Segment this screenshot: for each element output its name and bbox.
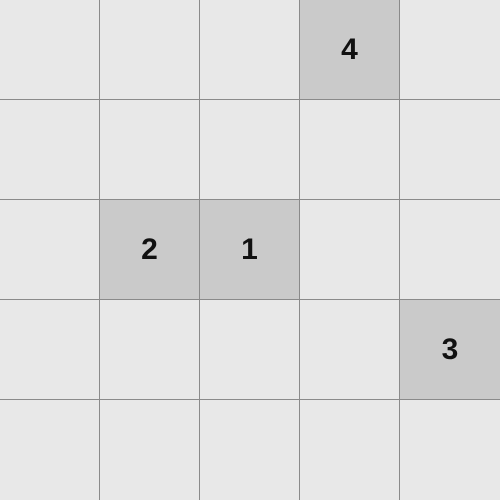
empty-cell[interactable] — [0, 0, 100, 100]
numbered-tile[interactable]: 3 — [400, 300, 500, 400]
empty-cell[interactable] — [200, 400, 300, 500]
numbered-tile[interactable]: 1 — [200, 200, 300, 300]
empty-cell[interactable] — [400, 100, 500, 200]
empty-cell[interactable] — [0, 300, 100, 400]
empty-cell[interactable] — [200, 100, 300, 200]
empty-cell[interactable] — [300, 300, 400, 400]
empty-cell[interactable] — [300, 100, 400, 200]
empty-cell[interactable] — [100, 300, 200, 400]
empty-cell[interactable] — [300, 400, 400, 500]
empty-cell[interactable] — [200, 0, 300, 100]
empty-cell[interactable] — [300, 200, 400, 300]
empty-cell[interactable] — [400, 200, 500, 300]
numbered-tile[interactable]: 4 — [300, 0, 400, 100]
empty-cell[interactable] — [200, 300, 300, 400]
empty-cell[interactable] — [400, 400, 500, 500]
numbered-tile[interactable]: 2 — [100, 200, 200, 300]
empty-cell[interactable] — [100, 100, 200, 200]
empty-cell[interactable] — [400, 0, 500, 100]
empty-cell[interactable] — [0, 100, 100, 200]
empty-cell[interactable] — [100, 0, 200, 100]
empty-cell[interactable] — [0, 400, 100, 500]
empty-cell[interactable] — [0, 200, 100, 300]
empty-cell[interactable] — [100, 400, 200, 500]
